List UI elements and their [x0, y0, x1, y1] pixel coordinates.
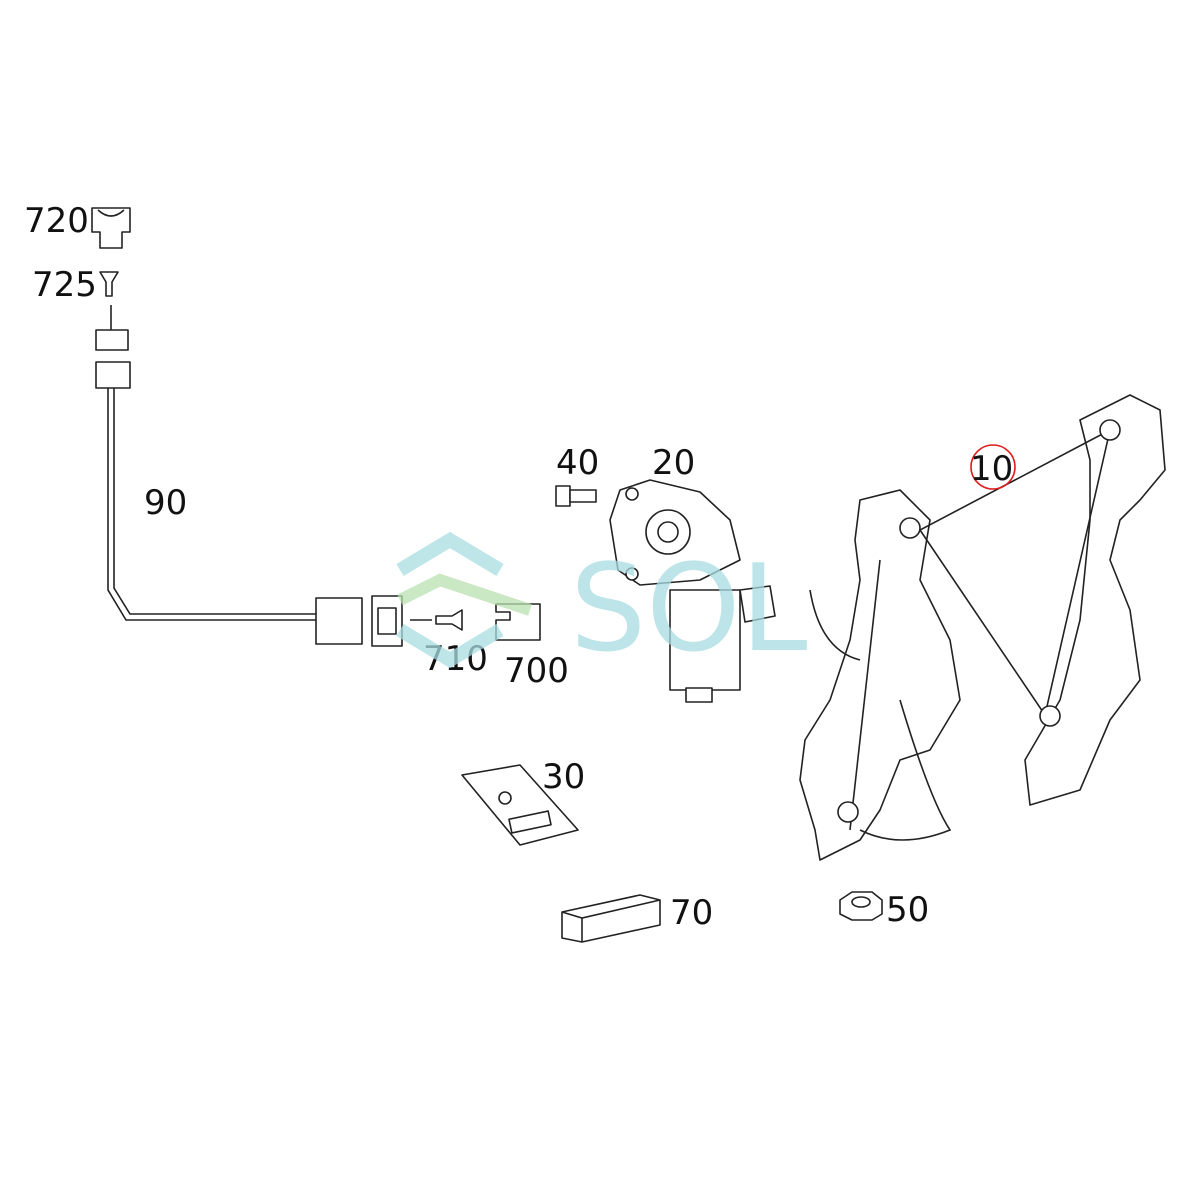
- label-20: 20: [652, 443, 695, 483]
- part-710-terminal: [410, 609, 463, 631]
- watermark-text: SOL: [570, 540, 808, 679]
- label-30: 30: [542, 757, 585, 797]
- part-725-pin: [99, 271, 119, 297]
- part-70-block: [561, 894, 661, 943]
- part-10-window-regulator: [799, 394, 1166, 861]
- part-720-cap: [91, 207, 131, 249]
- highlight-circle: [970, 444, 1016, 490]
- label-720: 720: [24, 201, 89, 241]
- part-40-bolt: [555, 485, 597, 507]
- label-50: 50: [886, 890, 929, 930]
- label-725: 725: [32, 265, 97, 305]
- label-90: 90: [144, 483, 187, 523]
- part-90-cable: [95, 305, 403, 647]
- label-40: 40: [556, 443, 599, 483]
- part-30-plate: [461, 764, 579, 846]
- label-70: 70: [670, 893, 713, 933]
- part-50-nut: [839, 891, 883, 921]
- watermark-logo: SOL: [396, 531, 808, 679]
- part-20-motor: [609, 479, 776, 703]
- label-10: 10: [970, 449, 1013, 489]
- label-700: 700: [504, 651, 569, 691]
